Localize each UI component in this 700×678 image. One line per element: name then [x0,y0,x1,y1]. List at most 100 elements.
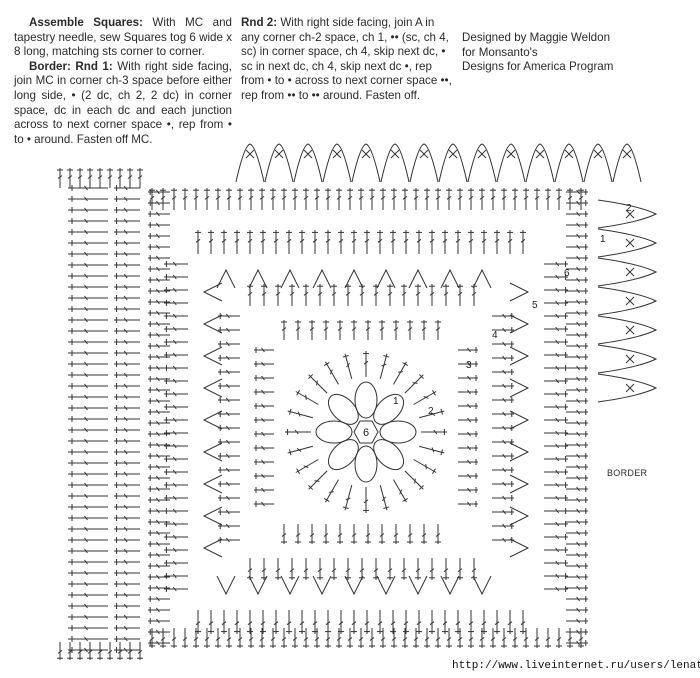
dc-slash [457,637,463,641]
dc-slash [215,637,221,641]
shell-right [509,282,530,302]
dc-slash [155,442,160,448]
dc-slash [127,175,133,179]
border-x [593,149,603,159]
flower-petal [373,393,405,425]
border-x [390,149,400,159]
shell-bottom [440,575,460,596]
dc-slash [117,175,123,179]
dc-slash [261,431,265,437]
dc-slash [502,467,507,473]
dc-slash [155,321,160,327]
dc-slash [84,328,88,334]
dc-slash [77,175,83,179]
dc-slash [576,343,580,349]
dc-slash [347,637,353,641]
dc-slash [345,497,351,501]
dc-slash [155,376,160,382]
dc-slash [502,439,507,445]
dc-crossbar [418,374,424,380]
dc-slash [286,238,292,243]
dc-slash [155,277,160,283]
dc-slash [502,397,507,403]
dc-slash [172,547,177,553]
border-label: BORDER [607,468,648,478]
dc-slash [84,273,88,279]
border-x [361,149,371,159]
dc-slash [457,568,463,572]
dc-slash [97,175,103,179]
border-arch [597,199,658,229]
dc-slash [84,229,88,235]
dc-slash [155,288,160,294]
dc-slash [576,354,580,360]
dc-slash [123,394,128,400]
border-x [448,149,458,159]
rnd2-heading: Rnd 2: [241,16,278,29]
dc-slash [84,592,88,598]
dc-slash [413,195,419,200]
dc-slash [155,530,160,536]
dc-slash [467,487,471,493]
shell-top [344,268,364,289]
dc-slash [555,443,560,449]
dc-slash [123,559,128,565]
dc-slash [84,581,88,587]
border-arch [322,143,352,183]
border-arch [597,373,658,403]
dc-slash [555,352,560,358]
dc-slash [471,568,477,572]
dc-slash [155,266,160,272]
dc-slash [403,238,409,243]
flower-petal [327,439,359,471]
dc-slash [225,481,230,487]
dc-slash [193,195,199,200]
dc-stitch [325,361,339,385]
shell-left [202,314,223,334]
dc-slash [123,262,128,268]
dc-slash [225,397,230,403]
dc-slash [415,291,421,296]
dc-slash [97,650,103,654]
dc-slash [84,460,88,466]
dc-slash [171,195,177,200]
dc-slash [502,341,507,347]
dc-stitch [308,470,328,490]
dc-slash [387,568,393,572]
dc-slash [507,621,513,626]
shell-right [509,506,530,526]
dc-slash [576,376,580,382]
dc-slash [172,287,177,293]
dc-slash [84,515,88,521]
dc-slash [292,195,298,200]
dc-slash [289,568,295,572]
dc-slash [275,291,281,296]
dc-slash [172,313,177,319]
dc-slash [172,560,177,566]
dc-slash [123,295,128,301]
dc-slash [555,560,560,566]
dc-slash [155,618,160,624]
dc-crossbar [440,449,443,456]
dc-slash [225,383,230,389]
dc-slash [270,637,276,641]
dc-slash [225,425,230,431]
dc-slash [555,534,560,540]
dc-slash [172,495,177,501]
dc-slash [325,238,331,243]
dc-slash [84,526,88,532]
dc-slash [261,389,265,395]
dc-slash [67,650,73,654]
dc-slash [314,637,320,641]
dc-slash [155,409,160,415]
dc-slash [358,195,364,200]
dc-slash [455,621,461,626]
dc-slash [555,287,560,293]
dc-slash [172,586,177,592]
dc-slash [365,327,371,331]
dc-stitch [393,361,407,385]
dc-slash [303,291,309,296]
dc-slash [578,195,584,200]
shell-right [509,410,530,430]
dc-slash [123,207,128,213]
